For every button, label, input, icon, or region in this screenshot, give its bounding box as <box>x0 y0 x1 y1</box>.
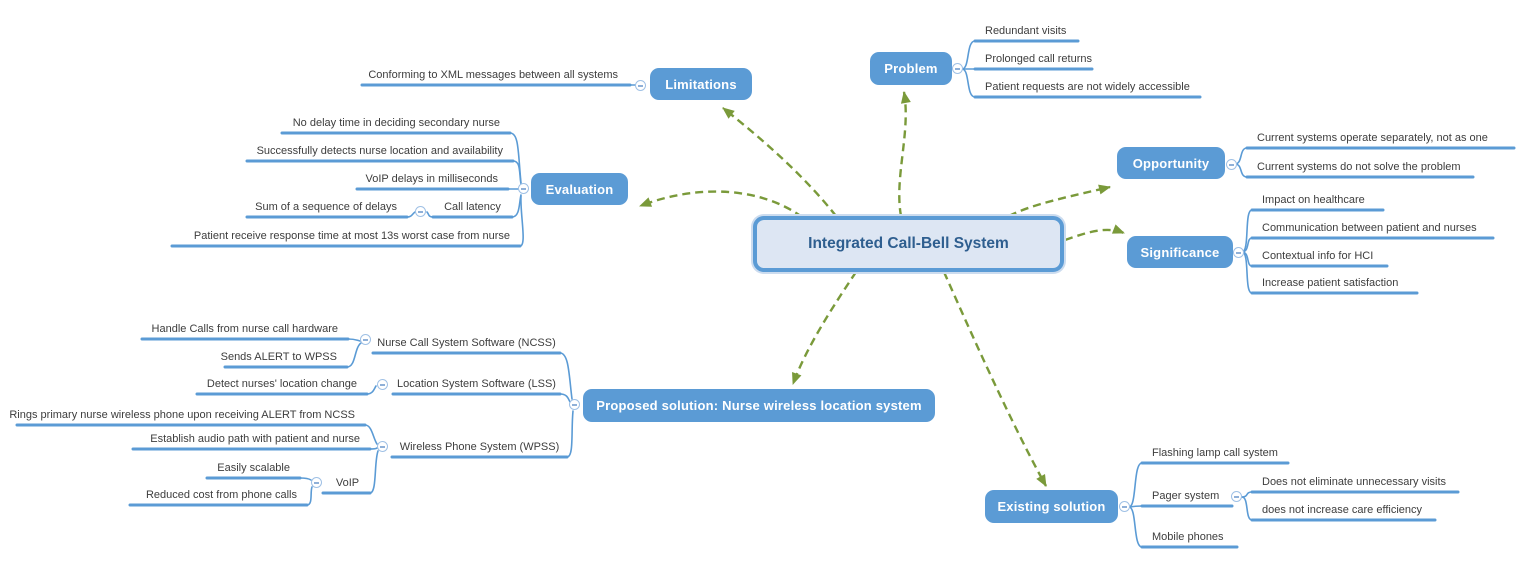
collapse-toggle-pager[interactable] <box>1231 491 1242 502</box>
collapse-toggle-ncss[interactable] <box>360 334 371 345</box>
branch-brackets <box>299 40 1253 548</box>
topic-detects-location[interactable]: Successfully detects nurse location and … <box>256 145 503 157</box>
topic-voip-delays[interactable]: VoIP delays in milliseconds <box>365 173 498 185</box>
topic-handle-calls[interactable]: Handle Calls from nurse call hardware <box>151 323 338 335</box>
collapse-toggle-evaluation[interactable] <box>518 183 529 194</box>
topic-prolonged-call-returns[interactable]: Prolonged call returns <box>985 53 1093 65</box>
topic-reduced-cost[interactable]: Reduced cost from phone calls <box>145 489 297 501</box>
topic-ncss[interactable]: Nurse Call System Software (NCSS) <box>377 337 556 349</box>
arrow-to-opportunity <box>1008 184 1111 218</box>
topic-conforming-xml[interactable]: Conforming to XML messages between all s… <box>368 69 618 81</box>
arrow-to-limitations <box>722 107 837 217</box>
topic-systems-dont-solve[interactable]: Current systems do not solve the problem <box>1257 161 1461 173</box>
topic-significance[interactable]: Significance <box>1127 236 1233 268</box>
topic-detect-location-change[interactable]: Detect nurses' location change <box>206 378 357 390</box>
collapse-toggle-existing[interactable] <box>1119 501 1130 512</box>
topic-problem[interactable]: Problem <box>870 52 952 85</box>
topic-existing-solution[interactable]: Existing solution <box>985 490 1118 523</box>
topic-pager-system[interactable]: Pager system <box>1152 490 1220 502</box>
topic-contextual-info[interactable]: Contextual info for HCI <box>1262 250 1374 262</box>
relationship-arrows <box>639 91 1125 487</box>
topic-no-eliminate-visits[interactable]: Does not eliminate unnecessary visits <box>1262 476 1447 488</box>
collapse-toggle-call-latency[interactable] <box>415 206 426 217</box>
topic-systems-separate[interactable]: Current systems operate separately, not … <box>1257 132 1488 144</box>
arrow-to-significance <box>1064 224 1125 242</box>
topic-redundant-visits[interactable]: Redundant visits <box>985 25 1067 37</box>
topic-sends-alert[interactable]: Sends ALERT to WPSS <box>220 351 337 363</box>
topic-opportunity[interactable]: Opportunity <box>1117 147 1225 179</box>
collapse-toggle-problem[interactable] <box>952 63 963 74</box>
topic-lss[interactable]: Location System Software (LSS) <box>397 378 556 390</box>
topic-proposed-solution[interactable]: Proposed solution: Nurse wireless locati… <box>583 389 935 422</box>
collapse-toggle-proposed[interactable] <box>569 399 580 410</box>
arrow-to-problem <box>898 91 911 217</box>
topic-underlines <box>15 39 1516 549</box>
topic-response-time[interactable]: Patient receive response time at most 13… <box>193 230 510 242</box>
arrow-to-proposed <box>791 271 857 385</box>
collapse-toggle-opportunity[interactable] <box>1226 159 1237 170</box>
collapse-toggle-limitations[interactable] <box>635 80 646 91</box>
topic-impact-healthcare[interactable]: Impact on healthcare <box>1262 194 1365 206</box>
collapse-toggle-lss[interactable] <box>377 379 388 390</box>
central-topic[interactable]: Integrated Call-Bell System <box>753 216 1064 272</box>
collapse-toggle-voip[interactable] <box>311 477 322 488</box>
topic-limitations[interactable]: Limitations <box>650 68 752 100</box>
topic-establish-audio[interactable]: Establish audio path with patient and nu… <box>150 433 360 445</box>
topic-patient-requests[interactable]: Patient requests are not widely accessib… <box>985 81 1190 93</box>
topic-no-care-efficiency[interactable]: does not increase care efficiency <box>1262 504 1422 516</box>
collapse-toggle-significance[interactable] <box>1233 247 1244 258</box>
topic-no-delay[interactable]: No delay time in deciding secondary nurs… <box>292 117 500 129</box>
topic-patient-satisfaction[interactable]: Increase patient satisfaction <box>1262 277 1399 289</box>
topic-call-latency[interactable]: Call latency <box>444 201 501 213</box>
topic-sum-of-delays[interactable]: Sum of a sequence of delays <box>255 201 397 213</box>
topic-mobile-phones[interactable]: Mobile phones <box>1152 531 1224 543</box>
arrow-to-evaluation <box>639 190 803 218</box>
topic-wpss[interactable]: Wireless Phone System (WPSS) <box>399 441 560 453</box>
topic-rings-primary-nurse[interactable]: Rings primary nurse wireless phone upon … <box>9 409 355 421</box>
topic-easily-scalable[interactable]: Easily scalable <box>217 462 290 474</box>
arrow-to-existing <box>942 271 1048 487</box>
topic-flashing-lamp[interactable]: Flashing lamp call system <box>1152 447 1278 459</box>
topic-communication[interactable]: Communication between patient and nurses <box>1262 222 1477 234</box>
topic-voip[interactable]: VoIP <box>335 477 360 489</box>
topic-evaluation[interactable]: Evaluation <box>531 173 628 205</box>
collapse-toggle-wpss[interactable] <box>377 441 388 452</box>
